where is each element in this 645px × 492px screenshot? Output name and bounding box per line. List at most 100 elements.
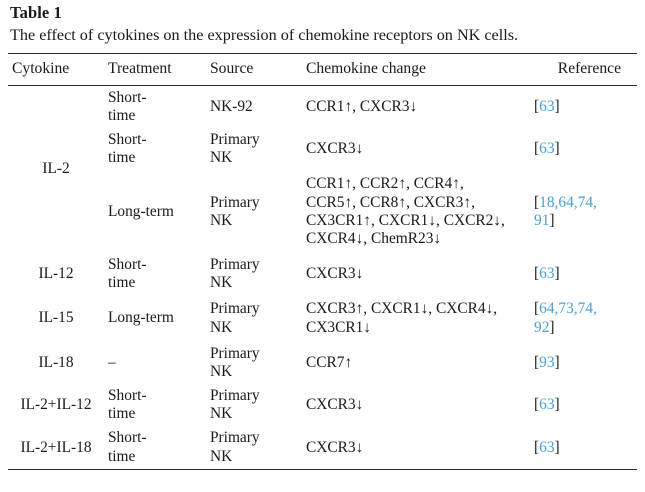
cell-chemokine-change: CCR1↑, CXCR3↓	[300, 86, 532, 128]
treatment-text-line: Short-	[108, 429, 147, 447]
column-header-reference: Reference	[557, 59, 621, 77]
treatment-text: Short-time	[108, 256, 202, 292]
reference-bracket-open: [	[534, 438, 540, 456]
treatment-text: Short-time	[108, 387, 202, 423]
source-text-line: Primary	[210, 256, 260, 274]
reference-link[interactable]: 64,73,74,92	[534, 300, 597, 335]
source-text-line: NK	[210, 149, 233, 167]
table-rule-bottom	[8, 468, 637, 470]
treatment-text-line: Long-term	[108, 202, 174, 220]
reference-bracket-open: [	[534, 193, 540, 211]
cell-reference: [93]	[532, 342, 637, 384]
reference-link-line[interactable]: 91	[534, 211, 550, 229]
reference-link[interactable]: 18,64,74,91	[534, 194, 597, 229]
reference-bracket-close: ]	[554, 140, 560, 158]
cell-treatment: Short-time	[106, 253, 208, 295]
reference-link[interactable]: 63	[539, 97, 555, 115]
cell-chemokine-change: CXCR3↓	[300, 384, 532, 426]
reference-link[interactable]: 93	[539, 353, 555, 371]
source-text-line: Primary	[210, 387, 260, 405]
cell-reference: [63]	[532, 128, 637, 170]
table-caption-text: The effect of cytokines on the expressio…	[10, 25, 519, 44]
reference-bracket-open: [	[534, 265, 540, 283]
reference-bracket-open: [	[534, 396, 540, 414]
source-text-line: NK	[210, 318, 233, 336]
cell-chemokine-change: CXCR3↓	[300, 128, 532, 170]
source-text-line: NK	[210, 211, 233, 229]
source-text-line: Primary	[210, 300, 260, 318]
reference-link[interactable]: 63	[539, 140, 555, 158]
cell-cytokine: IL-12	[38, 265, 74, 283]
table-rule-top	[8, 52, 637, 54]
reference-bracket-open: [	[534, 353, 540, 371]
reference-bracket-close: ]	[554, 265, 560, 283]
source-text-line: Primary	[210, 193, 260, 211]
chemokine-change-line: CCR7↑	[306, 353, 353, 371]
cell-source: NK-92	[208, 86, 300, 128]
chemokine-change-line: CXCR3↓	[306, 265, 364, 283]
treatment-text-line: –	[108, 353, 116, 371]
source-text-line: NK	[210, 447, 233, 465]
source-text-line: NK-92	[210, 97, 253, 115]
column-header-change: Chemokine change	[306, 59, 426, 77]
cell-reference: [64,73,74,92]	[532, 295, 637, 341]
reference-link-line[interactable]: 92	[534, 318, 550, 336]
cell-treatment: Short-time	[106, 384, 208, 426]
chemokine-change-line: CXCR3↓	[306, 396, 364, 414]
cell-cytokine: IL-2+IL-18	[20, 438, 92, 456]
cell-treatment: Long-term	[106, 170, 208, 253]
reference-bracket-close: ]	[554, 438, 560, 456]
cell-treatment: Short-time	[106, 128, 208, 170]
source-text-line: NK	[210, 405, 233, 423]
treatment-text: –	[108, 354, 202, 372]
column-header-treatment: Treatment	[108, 59, 172, 77]
chemokine-change-line: CXCR3↑, CXCR1↓, CXCR4↓,	[306, 300, 498, 318]
cell-chemokine-change: CXCR3↓	[300, 253, 532, 295]
reference-link[interactable]: 63	[539, 396, 555, 414]
treatment-text: Short-time	[108, 429, 202, 465]
treatment-text-line: Short-	[108, 387, 147, 405]
treatment-text: Short-time	[108, 89, 202, 125]
treatment-text-line: time	[108, 405, 136, 423]
source-text-line: NK	[210, 362, 233, 380]
cell-treatment: Short-time	[106, 86, 208, 128]
source-text-line: NK	[210, 274, 233, 292]
reference-bracket-open: [	[534, 97, 540, 115]
cell-reference: [18,64,74,91]	[532, 170, 637, 253]
cell-cytokine: IL-18	[38, 353, 74, 371]
reference-link-line[interactable]: 64,73,74,	[539, 300, 597, 318]
cell-reference: [63]	[532, 86, 637, 128]
treatment-text-line: time	[108, 274, 136, 292]
reference-link-line[interactable]: 18,64,74,	[539, 193, 597, 211]
table-caption-block: Table 1 The effect of cytokines on the e…	[0, 0, 645, 46]
chemokine-change-line: CX3CR1↑, CXCR1↓, CXCR2↓,	[306, 211, 505, 229]
chemokine-receptor-table: Cytokine Treatment Source Chemokine chan…	[8, 54, 637, 85]
chemokine-change-line: CXCR4↓, ChemR23↓	[306, 229, 442, 247]
table-header-row: Cytokine Treatment Source Chemokine chan…	[8, 54, 637, 85]
cell-chemokine-change: CCR1↑, CCR2↑, CCR4↑,CCR5↑, CCR8↑, CXCR3↑…	[300, 170, 532, 253]
reference-link[interactable]: 63	[539, 265, 555, 283]
reference-link[interactable]: 63	[539, 438, 555, 456]
reference-bracket-close: ]	[549, 211, 555, 229]
reference-bracket-close: ]	[554, 97, 560, 115]
cell-cytokine: IL-2	[42, 160, 70, 178]
treatment-text: Long-term	[108, 309, 202, 327]
reference-bracket-close: ]	[549, 318, 555, 336]
treatment-text-line: Long-term	[108, 309, 174, 327]
treatment-text-line: Short-	[108, 256, 147, 274]
reference-bracket-close: ]	[554, 396, 560, 414]
